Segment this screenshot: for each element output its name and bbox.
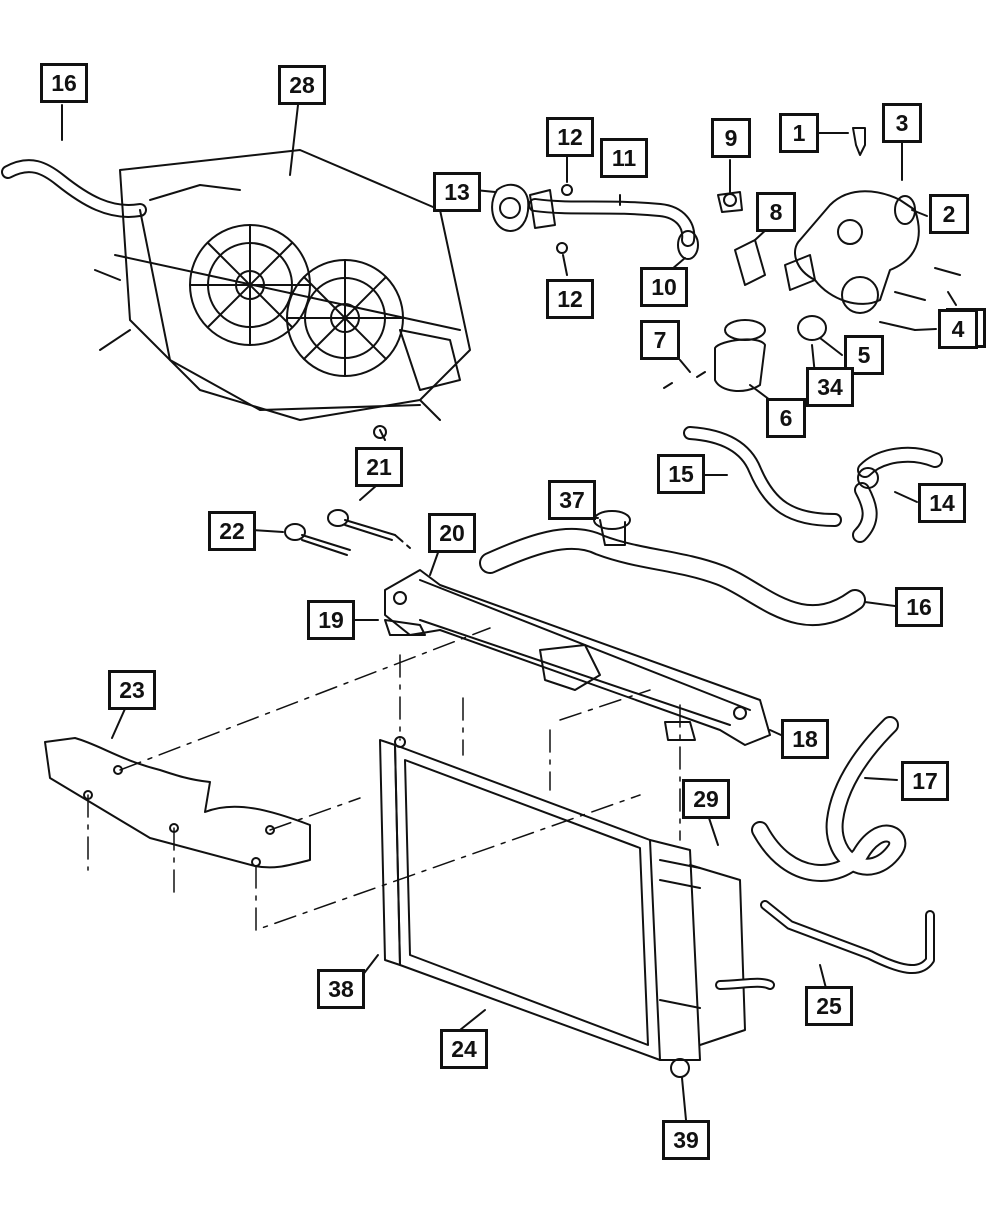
callout-13: 13 bbox=[433, 172, 481, 212]
radiator-assembly bbox=[379, 736, 775, 1078]
callout-38: 38 bbox=[317, 969, 365, 1009]
mounting-bolts bbox=[284, 509, 411, 556]
callout-22: 22 bbox=[208, 511, 256, 551]
upper-radiator-hose bbox=[479, 510, 866, 627]
callout-4-lower: 4 bbox=[938, 309, 978, 349]
alignment-lines bbox=[87, 627, 681, 931]
callout-12-upper: 12 bbox=[546, 117, 594, 157]
callout-37: 37 bbox=[548, 480, 596, 520]
callout-8: 8 bbox=[756, 192, 796, 232]
callout-7: 7 bbox=[640, 320, 680, 360]
callout-29: 29 bbox=[682, 779, 730, 819]
callout-17: 17 bbox=[901, 761, 949, 801]
callout-1: 1 bbox=[779, 113, 819, 153]
radiator-support-crossmember bbox=[384, 569, 771, 746]
callout-2: 2 bbox=[929, 194, 969, 234]
callout-10: 10 bbox=[640, 267, 688, 307]
callout-34: 34 bbox=[806, 367, 854, 407]
callout-28: 28 bbox=[278, 65, 326, 105]
callout-14: 14 bbox=[918, 483, 966, 523]
callout-19: 19 bbox=[307, 600, 355, 640]
callout-3: 3 bbox=[882, 103, 922, 143]
thermostat-housing-parts bbox=[491, 127, 961, 543]
callout-15: 15 bbox=[657, 454, 705, 494]
callout-20: 20 bbox=[428, 513, 476, 553]
callout-24: 24 bbox=[440, 1029, 488, 1069]
callout-12-lower: 12 bbox=[546, 279, 594, 319]
callout-25: 25 bbox=[805, 986, 853, 1026]
lower-hoses bbox=[751, 716, 935, 975]
callout-6: 6 bbox=[766, 398, 806, 438]
callout-21: 21 bbox=[355, 447, 403, 487]
callout-16-top: 16 bbox=[40, 63, 88, 103]
air-deflector bbox=[44, 737, 311, 869]
fan-shroud-assembly bbox=[1, 149, 471, 441]
callout-16-right: 16 bbox=[895, 587, 943, 627]
callout-5: 5 bbox=[844, 335, 884, 375]
callout-18: 18 bbox=[781, 719, 829, 759]
callout-9: 9 bbox=[711, 118, 751, 158]
callout-23: 23 bbox=[108, 670, 156, 710]
callout-11: 11 bbox=[600, 138, 648, 178]
callout-39: 39 bbox=[662, 1120, 710, 1160]
